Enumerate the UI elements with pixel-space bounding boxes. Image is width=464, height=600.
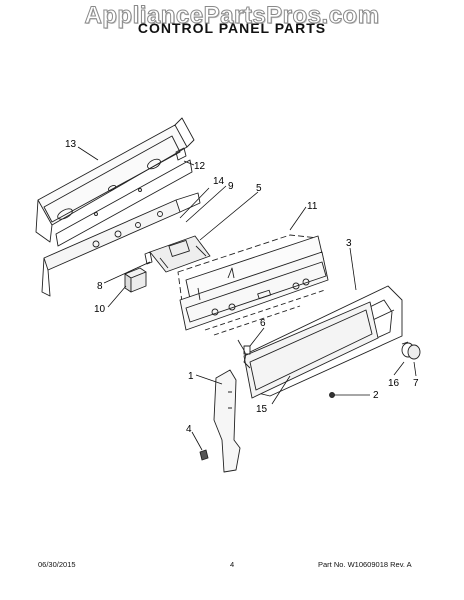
part-8-connector-drawing bbox=[144, 251, 153, 265]
callout-1: 1 bbox=[188, 371, 194, 382]
callout-2: 2 bbox=[373, 390, 379, 401]
part-5-control-board-drawing bbox=[149, 235, 211, 273]
callout-5: 5 bbox=[256, 183, 262, 194]
footer-page-number: 4 bbox=[230, 560, 235, 569]
callout-6: 6 bbox=[260, 318, 266, 329]
leader-lines bbox=[77, 146, 417, 451]
part-12-clip-drawing bbox=[175, 147, 187, 161]
part-6-harness-drawing bbox=[237, 339, 251, 369]
part-16-knob-drawing bbox=[401, 341, 421, 360]
callout-7: 7 bbox=[413, 378, 419, 389]
callout-13: 13 bbox=[65, 139, 77, 150]
footer-date: 06/30/2015 bbox=[38, 560, 76, 569]
part-1-side-bracket-drawing bbox=[213, 369, 241, 473]
callout-15: 15 bbox=[256, 404, 268, 415]
callout-3: 3 bbox=[346, 238, 352, 249]
callout-11: 11 bbox=[307, 201, 318, 212]
callout-14: 14 bbox=[213, 176, 225, 187]
part-4-screw-drawing bbox=[199, 449, 209, 461]
callout-4: 4 bbox=[186, 424, 192, 435]
callout-9: 9 bbox=[228, 181, 234, 192]
callout-10: 10 bbox=[94, 304, 106, 315]
page-title: CONTROL PANEL PARTS bbox=[137, 20, 327, 36]
part-11-panel-frame-drawing bbox=[177, 234, 329, 336]
callout-8: 8 bbox=[97, 281, 103, 292]
part-15-glass-insert-drawing bbox=[243, 301, 379, 399]
part-13-rear-panel-drawing bbox=[35, 117, 195, 247]
part-2-screw-drawing bbox=[329, 392, 335, 398]
watermark-logo: AppliancePartsPros.com bbox=[84, 2, 380, 30]
part-14-bracket-drawing bbox=[41, 192, 201, 297]
callout-12: 12 bbox=[194, 161, 206, 172]
callout-16: 16 bbox=[388, 378, 400, 389]
footer-part-number: Part No. W10609018 Rev. A bbox=[318, 560, 412, 569]
part-10-module-drawing bbox=[124, 267, 147, 293]
